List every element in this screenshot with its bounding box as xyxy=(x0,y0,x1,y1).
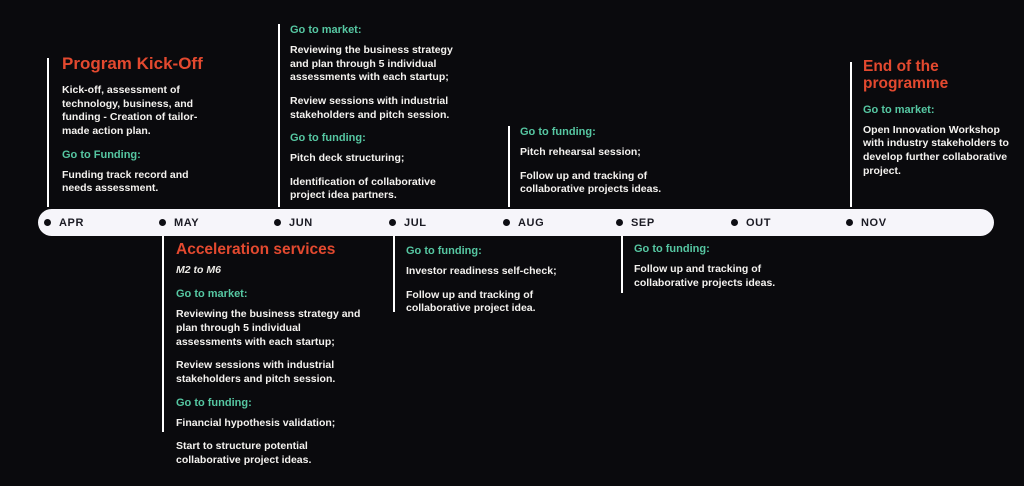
month-dot xyxy=(44,219,51,226)
block-paragraph: Follow up and tracking of collaborative … xyxy=(520,169,662,196)
month-jun: JUN xyxy=(274,209,313,236)
connector-line-kickoff xyxy=(47,58,49,207)
month-label: NOV xyxy=(861,216,887,229)
timeline-bar xyxy=(38,209,994,236)
section-heading: Go to Funding: xyxy=(62,148,141,161)
month-dot xyxy=(503,219,510,226)
month-dot xyxy=(846,219,853,226)
block-program-kickoff: Program Kick-Off Kick-off, assessment of… xyxy=(62,54,220,206)
block-paragraph: Pitch deck structuring; xyxy=(290,152,405,165)
month-dot xyxy=(274,219,281,226)
block-jun-top: Go to market: Reviewing the business str… xyxy=(290,22,470,213)
month-sep: SEP xyxy=(616,209,655,236)
block-title: End of the programme xyxy=(863,58,949,93)
block-paragraph: Review sessions with industrial stakehol… xyxy=(176,359,336,385)
connector-line-aug-top xyxy=(508,126,510,207)
connector-line-sep-bottom xyxy=(621,236,623,293)
month-label: APR xyxy=(59,216,85,229)
block-paragraph: Identification of collaborative project … xyxy=(290,175,436,202)
month-dot xyxy=(731,219,738,226)
section-heading: Go to market: xyxy=(176,288,248,301)
section-heading: Go to market: xyxy=(863,103,935,116)
block-paragraph: Investor readiness self-check; xyxy=(406,265,557,277)
block-paragraph: Reviewing the business strategy and plan… xyxy=(290,44,453,84)
block-aug-top: Go to funding: Pitch rehearsal session; … xyxy=(520,124,690,207)
month-label: JUN xyxy=(289,216,313,229)
block-paragraph: Follow up and tracking of collaborative … xyxy=(634,263,776,289)
block-paragraph: Open Innovation Workshop with industry s… xyxy=(863,123,1009,177)
section-heading: Go to funding: xyxy=(520,126,596,138)
block-paragraph: Kick-off, assessment of technology, busi… xyxy=(62,84,198,137)
block-subtitle: M2 to M6 xyxy=(176,264,221,277)
month-aug: AUG xyxy=(503,209,544,236)
section-heading: Go to funding: xyxy=(176,396,252,409)
connector-line-jul-bottom xyxy=(393,236,395,312)
month-may: MAY xyxy=(159,209,199,236)
month-label: MAY xyxy=(174,216,200,229)
block-title: Program Kick-Off xyxy=(62,54,203,73)
block-paragraph: Financial hypothesis validation; xyxy=(176,416,336,429)
block-end-of-programme: End of the programme Go to market: Open … xyxy=(863,58,1015,188)
block-title: Acceleration services xyxy=(176,241,336,258)
month-apr: APR xyxy=(44,209,84,236)
connector-line-acceleration xyxy=(162,236,164,432)
month-out: OUT xyxy=(731,209,771,236)
section-heading: Go to funding: xyxy=(406,245,482,257)
block-paragraph: Review sessions with industrial stakehol… xyxy=(290,94,450,121)
block-paragraph: Start to structure potential collaborati… xyxy=(176,440,312,466)
block-paragraph: Follow up and tracking of collaborative … xyxy=(406,288,536,315)
month-dot xyxy=(159,219,166,226)
section-heading: Go to funding: xyxy=(290,132,366,145)
month-dot xyxy=(616,219,623,226)
section-heading: Go to funding: xyxy=(634,243,710,255)
month-dot xyxy=(389,219,396,226)
month-nov: NOV xyxy=(846,209,887,236)
connector-line-jun-top xyxy=(278,24,280,207)
month-jul: JUL xyxy=(389,209,427,236)
block-paragraph: Reviewing the business strategy and plan… xyxy=(176,308,361,348)
month-label: SEP xyxy=(631,216,655,229)
block-sep-bottom: Go to funding: Follow up and tracking of… xyxy=(634,241,809,300)
block-paragraph: Pitch rehearsal session; xyxy=(520,146,641,158)
block-paragraph: Funding track record and needs assessmen… xyxy=(62,168,189,195)
section-heading: Go to market: xyxy=(290,24,362,36)
connector-line-end xyxy=(850,62,852,207)
block-jul-bottom: Go to funding: Investor readiness self-c… xyxy=(406,243,571,326)
month-label: OUT xyxy=(746,216,772,229)
month-label: JUL xyxy=(404,216,427,229)
month-label: AUG xyxy=(518,216,545,229)
block-acceleration-services: Acceleration services M2 to M6 Go to mar… xyxy=(176,241,362,477)
